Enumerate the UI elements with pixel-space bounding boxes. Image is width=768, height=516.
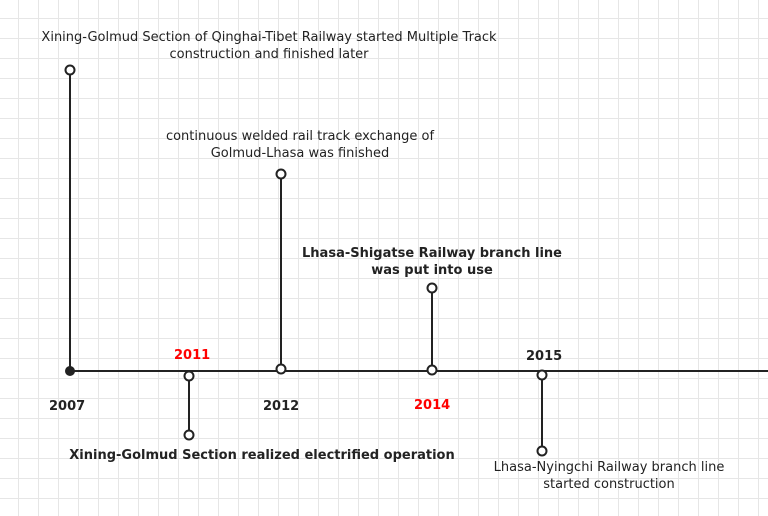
event-text-2007-line-2: construction and finished later bbox=[169, 47, 369, 62]
axis-point-2011 bbox=[183, 370, 195, 382]
event-text-2012-line-2: Golmud-Lhasa was finished bbox=[210, 146, 390, 161]
event-text-2011-line-1: Xining-Golmud Section realized electrifi… bbox=[69, 448, 455, 463]
event-text-2015-line-1: Lhasa-Nyingchi Railway branch line bbox=[493, 460, 725, 475]
event-text-2015: Lhasa-Nyingchi Railway branch line start… bbox=[478, 459, 740, 493]
marker-top-2012 bbox=[275, 168, 287, 180]
year-label-2007: 2007 bbox=[49, 399, 86, 414]
axis-point-2007 bbox=[65, 366, 75, 376]
marker-top-2007 bbox=[64, 64, 76, 76]
event-text-2012: continuous welded rail track exchange of… bbox=[135, 128, 465, 162]
event-text-2015-line-2: started construction bbox=[543, 477, 675, 492]
event-text-2012-line-1: continuous welded rail track exchange of bbox=[165, 129, 435, 144]
marker-bottom-2015 bbox=[536, 445, 548, 457]
event-text-2014-line-2: was put into use bbox=[371, 263, 493, 278]
year-label-2011: 2011 bbox=[174, 348, 211, 363]
axis-point-2012 bbox=[275, 363, 287, 375]
event-text-2007-line-1: Xining-Golmud Section of Qinghai-Tibet R… bbox=[41, 30, 497, 45]
year-label-2015: 2015 bbox=[526, 349, 563, 364]
axis-point-2014 bbox=[426, 364, 438, 376]
year-label-2012: 2012 bbox=[263, 399, 300, 414]
marker-bottom-2011 bbox=[183, 429, 195, 441]
year-label-2014: 2014 bbox=[414, 398, 451, 413]
event-text-2014-line-1: Lhasa-Shigatse Railway branch line bbox=[302, 246, 562, 261]
marker-top-2014 bbox=[426, 282, 438, 294]
event-text-2014: Lhasa-Shigatse Railway branch line was p… bbox=[292, 245, 572, 279]
axis-point-2015 bbox=[536, 369, 548, 381]
event-text-2007: Xining-Golmud Section of Qinghai-Tibet R… bbox=[0, 29, 539, 63]
event-text-2011: Xining-Golmud Section realized electrifi… bbox=[58, 447, 466, 464]
